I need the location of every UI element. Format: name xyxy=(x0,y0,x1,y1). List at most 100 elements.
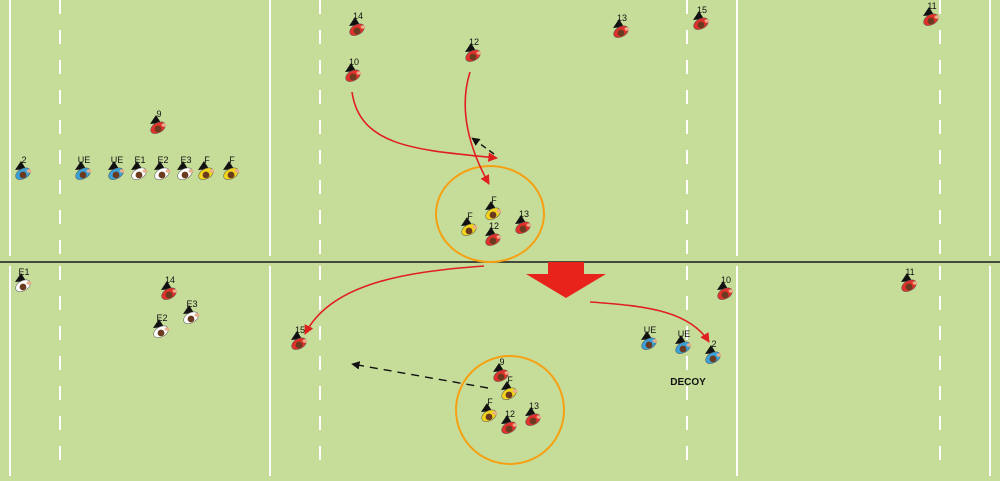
player-label: UE xyxy=(678,329,691,339)
facing-arrow-icon xyxy=(161,281,172,290)
player-red-11: 11 xyxy=(923,1,940,26)
player-yellow-f: F xyxy=(481,397,498,422)
player-red-13: 13 xyxy=(613,13,630,38)
player-white-e1: E1 xyxy=(131,155,148,180)
player-label: UE xyxy=(111,155,124,165)
head-icon xyxy=(529,417,537,425)
hand-icon xyxy=(504,371,510,375)
hand-icon xyxy=(496,209,502,213)
decoy-label: DECOY xyxy=(670,377,706,388)
player-yellow-f: F xyxy=(485,195,502,220)
player-yellow-f: F xyxy=(461,211,478,236)
head-icon xyxy=(465,227,473,235)
run-line-decoy xyxy=(589,301,710,343)
player-red-13: 13 xyxy=(525,401,542,426)
head-icon xyxy=(489,237,497,245)
head-icon xyxy=(927,17,935,25)
player-label: 10 xyxy=(349,57,359,67)
head-icon xyxy=(645,341,653,349)
hand-icon xyxy=(209,169,215,173)
hand-icon xyxy=(194,313,200,317)
head-icon xyxy=(353,27,361,35)
pass-line-top xyxy=(471,137,495,155)
facing-arrow-icon xyxy=(693,11,704,20)
player-label: 9 xyxy=(499,357,504,367)
player-red-11: 11 xyxy=(901,267,918,292)
player-label: E1 xyxy=(134,155,145,165)
player-blue-2: 2 xyxy=(705,339,722,364)
hand-icon xyxy=(492,411,498,415)
facing-arrow-icon xyxy=(131,161,142,170)
facing-arrow-icon xyxy=(901,273,912,282)
player-label: 15 xyxy=(697,5,707,15)
facing-arrow-icon xyxy=(291,331,302,340)
player-blue-ue: UE xyxy=(108,155,125,180)
player-red-14: 14 xyxy=(161,275,178,300)
facing-arrow-icon xyxy=(485,201,496,210)
head-icon xyxy=(485,413,493,421)
facing-arrow-icon xyxy=(641,331,652,340)
facing-arrow-icon xyxy=(501,415,512,424)
head-icon xyxy=(709,355,717,363)
head-icon xyxy=(202,171,210,179)
facing-arrow-icon xyxy=(923,7,934,16)
head-icon xyxy=(19,171,27,179)
facing-arrow-icon xyxy=(675,335,686,344)
player-label: F xyxy=(204,155,210,165)
head-icon xyxy=(227,171,235,179)
player-blue-2: 2 xyxy=(15,155,32,180)
player-red-15: 15 xyxy=(291,325,308,350)
head-icon xyxy=(135,171,143,179)
facing-arrow-icon xyxy=(198,161,209,170)
facing-arrow-icon xyxy=(613,19,624,28)
head-icon xyxy=(19,283,27,291)
player-white-e3: E3 xyxy=(177,155,194,180)
player-white-e1: E1 xyxy=(15,267,32,292)
player-white-e3: E3 xyxy=(183,299,200,324)
facing-arrow-icon xyxy=(177,161,188,170)
player-label: F xyxy=(507,375,513,385)
player-red-12: 12 xyxy=(465,37,482,62)
facing-arrow-icon xyxy=(485,227,496,236)
transition-arrow xyxy=(526,262,606,298)
hand-icon xyxy=(652,339,658,343)
hand-icon xyxy=(512,423,518,427)
facing-arrow-icon xyxy=(525,407,536,416)
player-label: UE xyxy=(644,325,657,335)
head-icon xyxy=(469,53,477,61)
player-red-10: 10 xyxy=(345,57,362,82)
player-label: F xyxy=(467,211,473,221)
head-icon xyxy=(181,171,189,179)
player-white-e2: E2 xyxy=(153,313,170,338)
player-white-e2: E2 xyxy=(154,155,171,180)
head-icon xyxy=(905,283,913,291)
head-icon xyxy=(165,291,173,299)
player-label: E3 xyxy=(180,155,191,165)
player-yellow-f: F xyxy=(501,375,518,400)
hand-icon xyxy=(26,281,32,285)
head-icon xyxy=(154,125,162,133)
facing-arrow-icon xyxy=(465,43,476,52)
facing-arrow-icon xyxy=(150,115,161,124)
player-label: F xyxy=(229,155,235,165)
player-label: 13 xyxy=(529,401,539,411)
player-label: E2 xyxy=(156,313,167,323)
hand-icon xyxy=(119,169,125,173)
hand-icon xyxy=(86,169,92,173)
facing-arrow-icon xyxy=(493,363,504,372)
player-label: E3 xyxy=(186,299,197,309)
facing-arrow-icon xyxy=(705,345,716,354)
head-icon xyxy=(112,171,120,179)
hand-icon xyxy=(476,51,482,55)
player-label: 2 xyxy=(21,155,26,165)
player-red-14: 14 xyxy=(349,11,366,36)
hand-icon xyxy=(912,281,918,285)
player-label: 15 xyxy=(295,325,305,335)
head-icon xyxy=(617,29,625,37)
player-label: UE xyxy=(78,155,91,165)
hand-icon xyxy=(512,389,518,393)
player-label: F xyxy=(491,195,497,205)
